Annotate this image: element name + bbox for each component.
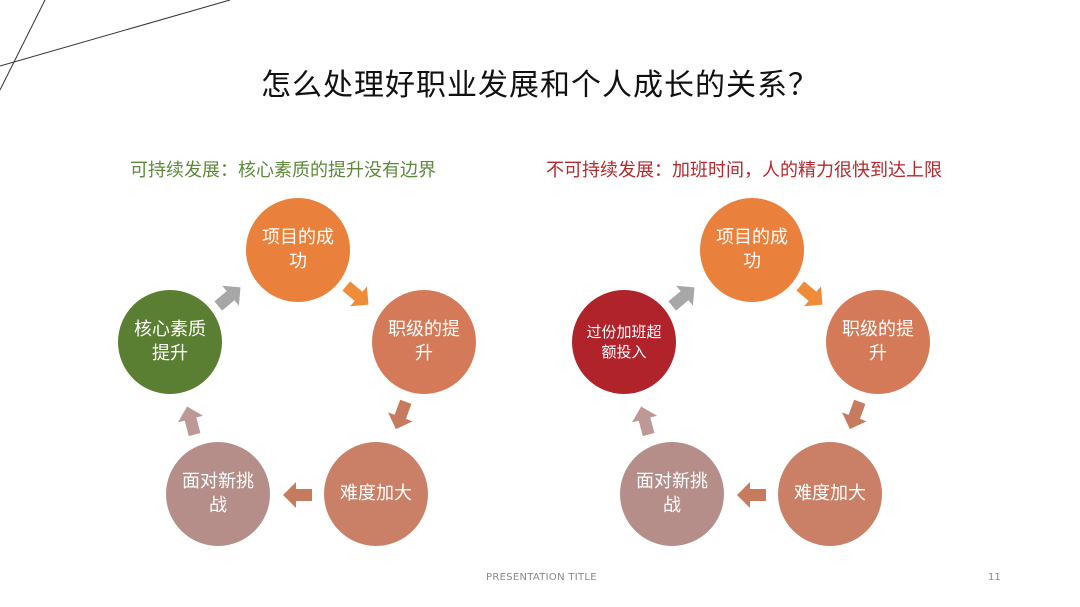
footer-presentation-title: PRESENTATION TITLE [486,572,597,583]
left-node-new-challenge-label: 面对新挑战 [182,470,254,516]
left-arrow-challenge-to-core-icon [177,406,204,437]
left-node-difficulty: 难度加大 [324,442,428,546]
left-node-project-success-label: 项目的成功 [262,226,334,272]
right-arrow-promotion-to-difficulty-icon [842,399,867,430]
left-node-project-success: 项目的成功 [246,198,350,302]
left-node-promotion: 职级的提升 [372,290,476,394]
right-node-difficulty-label: 难度加大 [794,482,866,504]
right-arrow-difficulty-to-challenge-icon [737,482,766,508]
right-node-overtime-label: 过份加班超额投入 [586,322,662,361]
left-node-difficulty-label: 难度加大 [340,482,412,504]
left-arrow-difficulty-to-challenge-icon [283,482,312,508]
right-node-promotion-label: 职级的提升 [842,318,914,364]
right-arrow-overtime-to-success-icon [668,285,695,311]
left-node-core-quality-label: 核心素质提升 [134,318,206,364]
page-number: 11 [988,572,1001,583]
right-node-difficulty: 难度加大 [778,442,882,546]
corner-decoration-lines [0,0,231,91]
right-node-promotion: 职级的提升 [826,290,930,394]
left-arrow-success-to-promotion-icon [342,281,369,307]
left-arrow-core-to-success-icon [214,285,241,311]
right-node-overtime: 过份加班超额投入 [572,290,676,394]
page-title: 怎么处理好职业发展和个人成长的关系？ [261,68,819,103]
right-subtitle: 不可持续发展：加班时间，人的精力很快到达上限 [546,160,942,181]
left-arrow-promotion-to-difficulty-icon [388,399,413,430]
right-node-project-success: 项目的成功 [700,198,804,302]
right-arrow-success-to-promotion-icon [796,281,823,307]
right-arrow-challenge-to-overtime-icon [631,406,658,437]
left-node-core-quality: 核心素质提升 [118,290,222,394]
right-node-project-success-label: 项目的成功 [716,226,788,272]
right-node-new-challenge-label: 面对新挑战 [636,470,708,516]
left-node-promotion-label: 职级的提升 [388,318,460,364]
right-node-new-challenge: 面对新挑战 [620,442,724,546]
left-subtitle: 可持续发展：核心素质的提升没有边界 [130,160,436,181]
left-node-new-challenge: 面对新挑战 [166,442,270,546]
